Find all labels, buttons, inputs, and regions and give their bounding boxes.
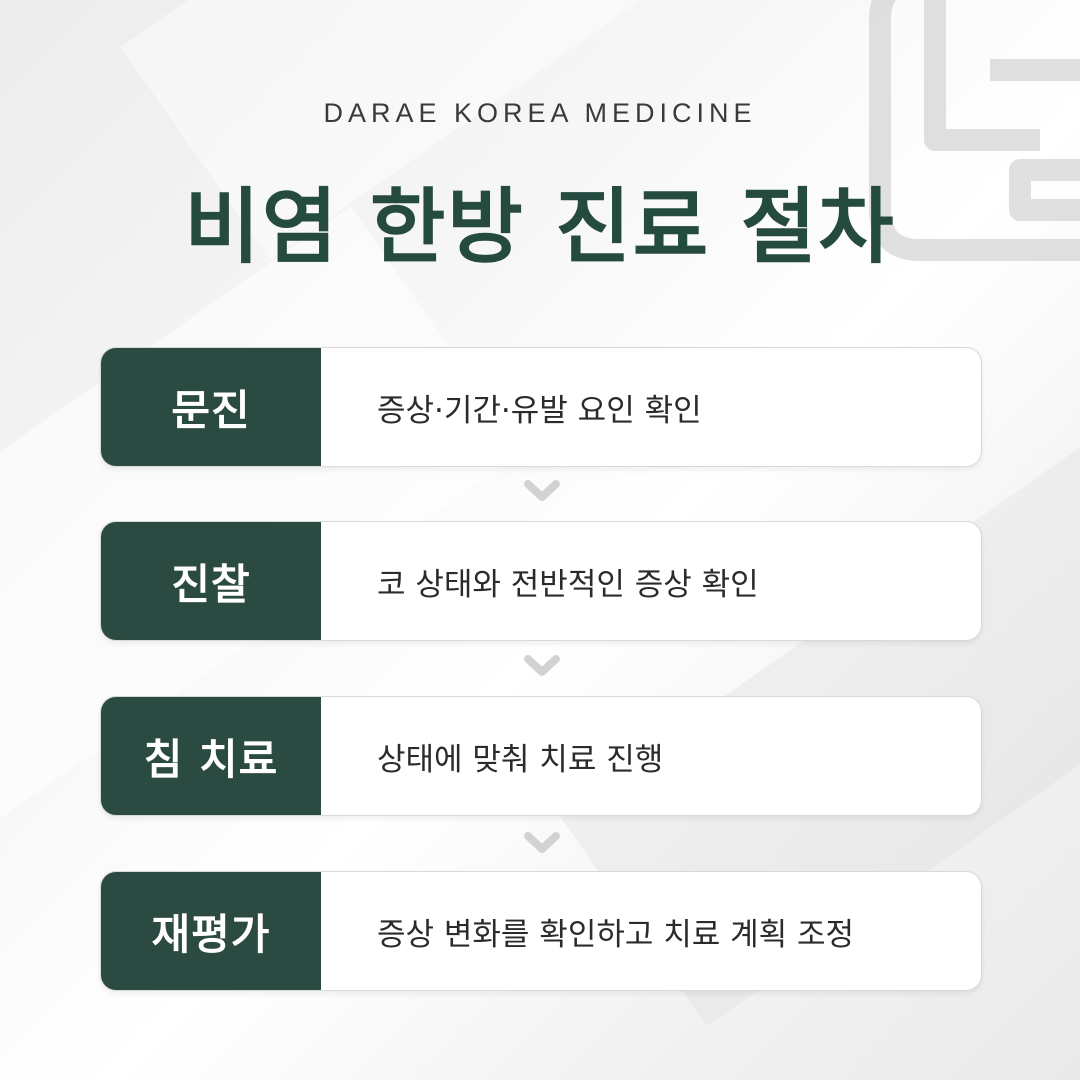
step-card-2: 진찰 코 상태와 전반적인 증상 확인 <box>100 521 982 641</box>
step-label: 진찰 <box>101 522 321 640</box>
step-label: 재평가 <box>101 872 321 990</box>
chevron-down-icon <box>524 655 560 676</box>
step-description: 증상·기간·유발 요인 확인 <box>377 392 702 429</box>
step-card-3: 침 치료 상태에 맞춰 치료 진행 <box>100 696 982 816</box>
page-title: 비염 한방 진료 절차 <box>184 180 896 275</box>
chevron-down-icon <box>524 832 560 853</box>
chevron-down-icon <box>524 480 560 501</box>
step-label: 문진 <box>101 348 321 466</box>
step-description: 증상 변화를 확인하고 치료 계획 조정 <box>377 916 855 953</box>
step-card-4: 재평가 증상 변화를 확인하고 치료 계획 조정 <box>100 871 982 991</box>
clinic-logo-watermark <box>869 0 1080 261</box>
clinic-subtitle: DARAE KOREA MEDICINE <box>323 98 757 128</box>
step-description: 코 상태와 전반적인 증상 확인 <box>377 566 759 603</box>
step-label: 침 치료 <box>101 697 321 815</box>
step-card-1: 문진 증상·기간·유발 요인 확인 <box>100 347 982 467</box>
step-description: 상태에 맞춰 치료 진행 <box>377 741 664 778</box>
